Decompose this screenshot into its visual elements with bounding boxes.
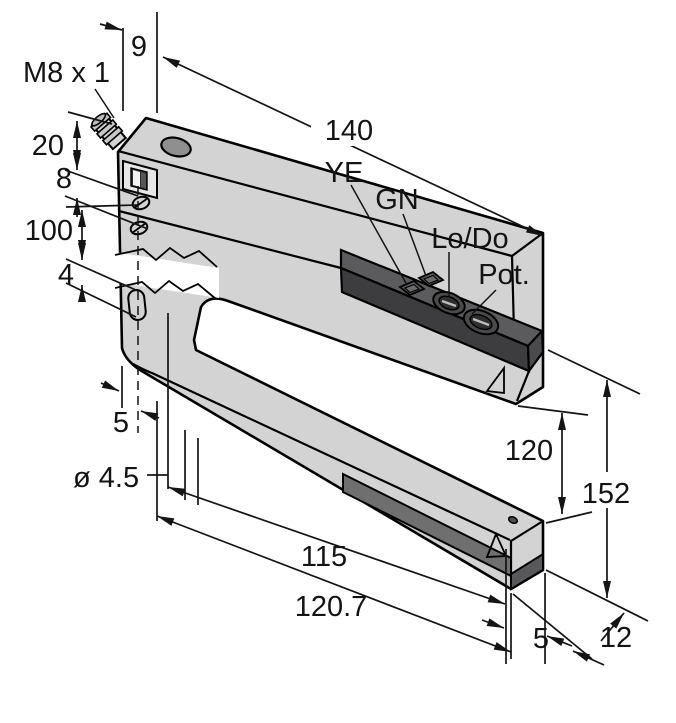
dim-115-label: 115 (301, 541, 347, 573)
led-green-label: GN (375, 184, 419, 216)
dim-5-left-label: 5 (113, 407, 129, 439)
dim-5-bottom-label: 5 (533, 623, 549, 655)
potentiometer[interactable] (460, 305, 502, 339)
dim-140-label: 140 (325, 115, 373, 147)
dim-12-label: 12 (600, 622, 632, 654)
dim-152-label: 152 (582, 478, 630, 510)
lower-arm-top-front-edge (132, 363, 511, 541)
column-break (114, 246, 219, 300)
dim-120p7-label: 120.7 (295, 591, 368, 623)
arm-end-top-edge (511, 232, 544, 257)
mounting-slot (127, 289, 147, 321)
green-led-window (417, 270, 445, 288)
led-yellow-label: YE (325, 157, 364, 189)
dimension-lines (64, 12, 649, 666)
dim-120-label: 120 (505, 435, 553, 467)
arm-front-bottom-edge (118, 209, 342, 270)
pot-label: Pot. (478, 259, 530, 291)
lodo-switch[interactable] (430, 288, 468, 319)
mounting-hole-1 (131, 195, 151, 211)
lodo-label: Lo/Do (431, 223, 508, 255)
dim-9-label: 9 (131, 31, 147, 63)
dim-20-label: 20 (32, 130, 64, 162)
dim-4-label: 4 (58, 259, 74, 291)
dim-4p5-label: ø 4.5 (73, 462, 139, 494)
mounting-hole-2 (129, 220, 149, 236)
leader-lines (94, 88, 497, 315)
thread-label: M8 x 1 (23, 57, 110, 89)
end-face-left-edge (515, 370, 531, 402)
end-cap (510, 552, 544, 591)
beam-mark-upper-icon (485, 365, 505, 395)
teach-window (122, 159, 158, 200)
dim-8-label: 8 (56, 163, 72, 195)
m8-connector (89, 112, 128, 151)
dimension-labels: M8 x 1 9 140 20 8 100 4 YE GN Lo/Do Pot.… (23, 31, 632, 655)
dim-100-label: 100 (25, 215, 73, 247)
